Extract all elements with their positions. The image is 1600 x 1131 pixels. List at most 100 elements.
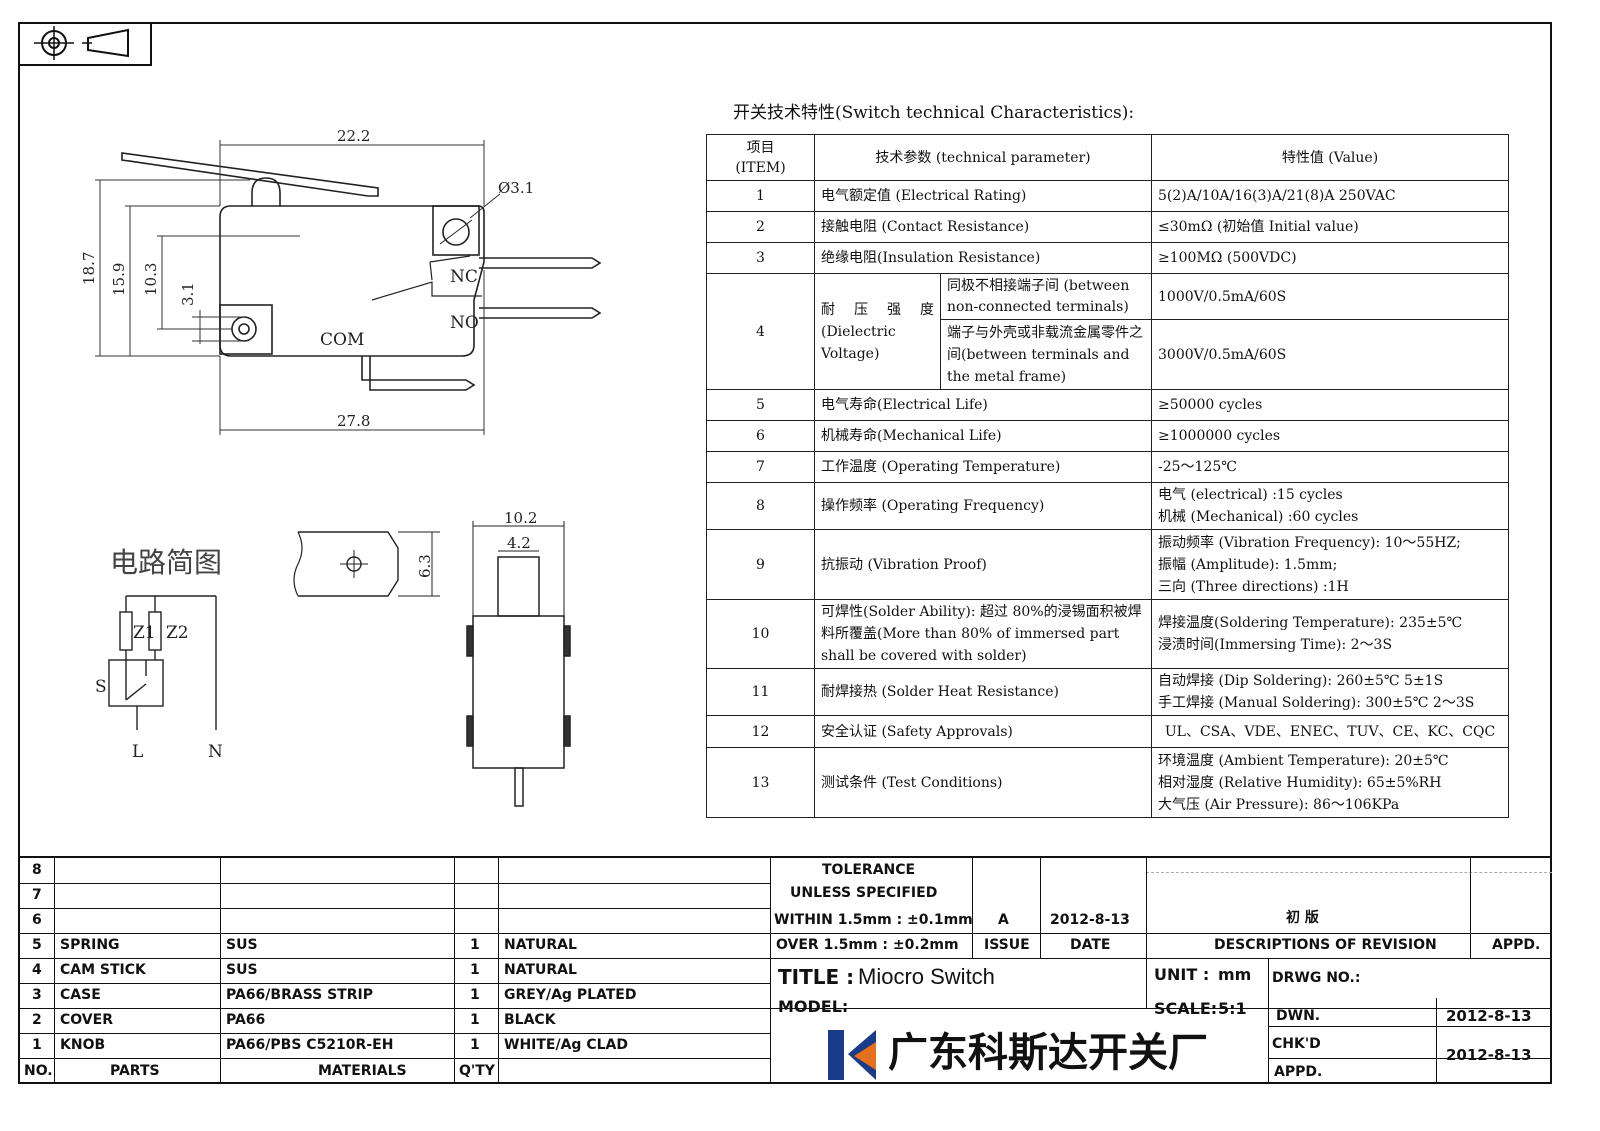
unless-label: UNLESS SPECIFIED [790,885,938,901]
issue-value: A [998,912,1009,928]
table-row: 13 测试条件 (Test Conditions) 环境温度 (Ambient … [706,747,1510,818]
revision-desc-label: DESCRIPTIONS OF REVISION [1214,937,1437,953]
bom-finish: GREY/Ag PLATED [504,987,637,1003]
mechanical-drawing: 22.2 27.8 Ø3.1 18.7 15.9 10.3 3.1 NC NO … [80,127,602,807]
table-row: 5 电气寿命(Electrical Life) ≥50000 cycles [706,389,1510,421]
terminal-no [479,307,602,319]
drawing-frame [18,22,1552,1084]
dielectric-label: 耐 压 强 度 (Dielectric Voltage) [814,273,941,390]
mount-hole-bottom [231,316,257,342]
label-z2: Z2 [166,623,189,643]
bom-header-materials: MATERIALS [318,1063,407,1079]
dim-side-plunger: 4.2 [507,534,531,552]
tolerance-within: WITHIN 1.5mm : ±0.1mm [774,912,973,928]
dim-height-total: 18.7 [80,252,98,285]
dim-terminal-width: 6.3 [416,554,434,578]
scale-value: 5:1 [1218,999,1247,1018]
label-z1: Z1 [133,623,156,643]
bom-part: SPRING [60,937,120,953]
bom-no: 3 [32,987,42,1003]
circuit-title: 电路简图 [110,546,222,579]
label-nc: NC [450,267,478,287]
lever-arm [121,152,379,197]
terminal-end-view [293,531,440,597]
bom-qty: 1 [470,1037,480,1053]
bom-header-qty: Q'TY [459,1063,495,1079]
switch-body [219,205,485,357]
bom-finish: NATURAL [504,937,577,953]
drwg-no-label: DRWG NO.: [1272,970,1361,986]
table-row: 3 绝缘电阻(Insulation Resistance) ≥100MΩ (50… [706,242,1510,274]
bom-material: PA66 [226,1012,266,1028]
table-row: 8 操作频率 (Operating Frequency) 电气 (electri… [706,482,1510,530]
header-value: 特性值 (Value) [1151,134,1510,181]
bom-no: 8 [32,862,42,878]
bom-material: PA66/PBS C5210R-EH [226,1037,394,1053]
table-row: 2 接触电阻 (Contact Resistance) ≤30mΩ (初始值 I… [706,211,1510,243]
projection-symbol [18,22,152,66]
date-value: 2012-8-13 [1050,912,1130,928]
terminal-nc [479,257,602,269]
unit-value: mm [1218,965,1252,984]
bom-qty: 1 [470,937,480,953]
spec-title: 开关技术特性(Switch technical Characteristics)… [733,103,1135,123]
tolerance-label: TOLERANCE [822,862,916,878]
title-block: 8 7 6 5 SPRING SUS 1 NATURAL 4 CAM STICK… [18,856,1552,1084]
spec-table: 项目 (ITEM) 技术参数 (technical parameter) 特性值… [706,134,1510,818]
company-logo-icon [828,1030,876,1080]
dim-width-bottom: 27.8 [337,412,370,430]
terminal-com [361,356,476,391]
bom-no: 6 [32,912,42,928]
table-row: 10 可焊性(Solder Ability): 超过 80%的浸锡面积被焊料所覆… [706,599,1510,669]
bom-no: 5 [32,937,42,953]
label-l: L [132,742,143,762]
table-row: 11 耐焊接热 (Solder Heat Resistance) 自动焊接 (D… [706,668,1510,716]
table-row: 1 电气额定值 (Electrical Rating) 5(2)A/10A/16… [706,180,1510,212]
dim-side-width: 10.2 [504,509,537,527]
label-s: S [95,677,107,697]
bom-part: CASE [60,987,101,1003]
label-n: N [208,742,223,762]
table-row: 9 抗振动 (Vibration Proof) 振动频率 (Vibration … [706,529,1510,600]
bom-header-parts: PARTS [110,1063,160,1079]
table-row: 6 机械寿命(Mechanical Life) ≥1000000 cycles [706,420,1510,452]
table-row: 7 工作温度 (Operating Temperature) -25～125℃ [706,451,1510,483]
dim-width-top: 22.2 [337,127,370,145]
bom-material: SUS [226,962,258,978]
company-name: 广东科斯达开关厂 [888,1030,1208,1076]
bom-material: PA66/BRASS STRIP [226,987,373,1003]
actuator-knob [251,177,281,206]
revision-desc-value: 初 版 [1286,910,1319,926]
model-label: MODEL: [778,997,849,1016]
dwn-label: DWN. [1276,1008,1321,1024]
header-item: 项目 (ITEM) [706,134,815,181]
side-view [466,521,571,807]
dim-height-3: 10.3 [142,263,160,296]
label-com: COM [320,330,364,350]
bom-no: 1 [32,1037,42,1053]
table-row: 4 耐 压 强 度 (Dielectric Voltage) 同极不相接端子间 … [706,273,1510,390]
tolerance-over: OVER 1.5mm : ±0.2mm [776,937,959,953]
bom-part: KNOB [60,1037,106,1053]
bom-finish: BLACK [504,1012,556,1028]
mount-hole-top [442,218,470,246]
label-no: NO [450,313,479,333]
dim-hole-dia: Ø3.1 [498,179,534,197]
dim-height-2: 15.9 [110,263,128,296]
table-row: 12 安全认证 (Safety Approvals) UL、CSA、VDE、EN… [706,715,1510,748]
chkd-date: 2012-8-13 [1446,1046,1532,1064]
bom-qty: 1 [470,987,480,1003]
table-row: 端子与外壳或非载流金属零件之间(between terminals and th… [707,319,1510,390]
scale-label: SCALE: [1154,999,1218,1018]
bom-material: SUS [226,937,258,953]
appd-label: APPD. [1492,937,1541,953]
bom-no: 2 [32,1012,42,1028]
dim-height-4: 3.1 [179,282,197,306]
bom-part: CAM STICK [60,962,146,978]
bom-header-no: NO. [24,1063,53,1079]
bom-part: COVER [60,1012,113,1028]
dwn-date: 2012-8-13 [1446,1007,1532,1025]
chkd-label: CHK'D [1272,1036,1321,1052]
title-label: TITLE : [778,965,855,989]
bom-no: 4 [32,962,42,978]
